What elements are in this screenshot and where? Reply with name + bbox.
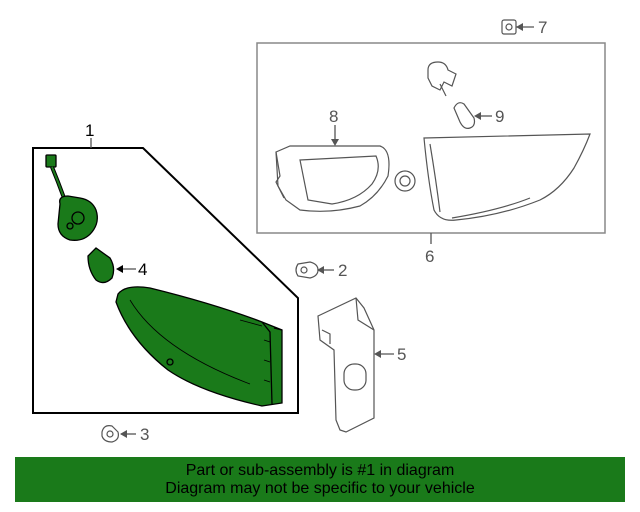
push-clip-part: [101, 425, 119, 443]
clip-part: [501, 19, 517, 35]
bracket-part: [317, 297, 375, 433]
leader-lines: [90, 26, 534, 435]
arrow-down-icon: [331, 139, 339, 146]
callout-8: 8: [329, 107, 338, 126]
bulb: [87, 247, 115, 284]
callout-5: 5: [397, 345, 406, 364]
assembly-1-outline: [32, 147, 299, 414]
callout-1: 1: [85, 121, 94, 140]
notice-line-1: Part or sub-assembly is #1 in diagram: [185, 461, 455, 479]
socket-harness: [45, 154, 98, 241]
callout-6: 6: [425, 247, 434, 266]
nut-part: [295, 261, 319, 279]
arrow-left-icon: [120, 23, 523, 438]
callout-9: 9: [495, 107, 504, 126]
callout-7: 7: [538, 18, 547, 37]
callout-3: 3: [140, 425, 149, 444]
grommet: [394, 170, 416, 192]
callout-2: 2: [338, 261, 347, 280]
arrow-left-icon: [116, 265, 123, 273]
socket-cover: [275, 145, 390, 212]
tail-lamp-lens: [115, 286, 283, 407]
small-bulb: [453, 102, 476, 129]
outer-lens: [423, 133, 591, 221]
notice-banner: Part or sub-assembly is #1 in diagram Di…: [15, 457, 625, 502]
callout-4: 4: [138, 260, 147, 279]
notice-line-2: Diagram may not be specific to your vehi…: [165, 479, 475, 497]
bolt: [427, 61, 457, 97]
